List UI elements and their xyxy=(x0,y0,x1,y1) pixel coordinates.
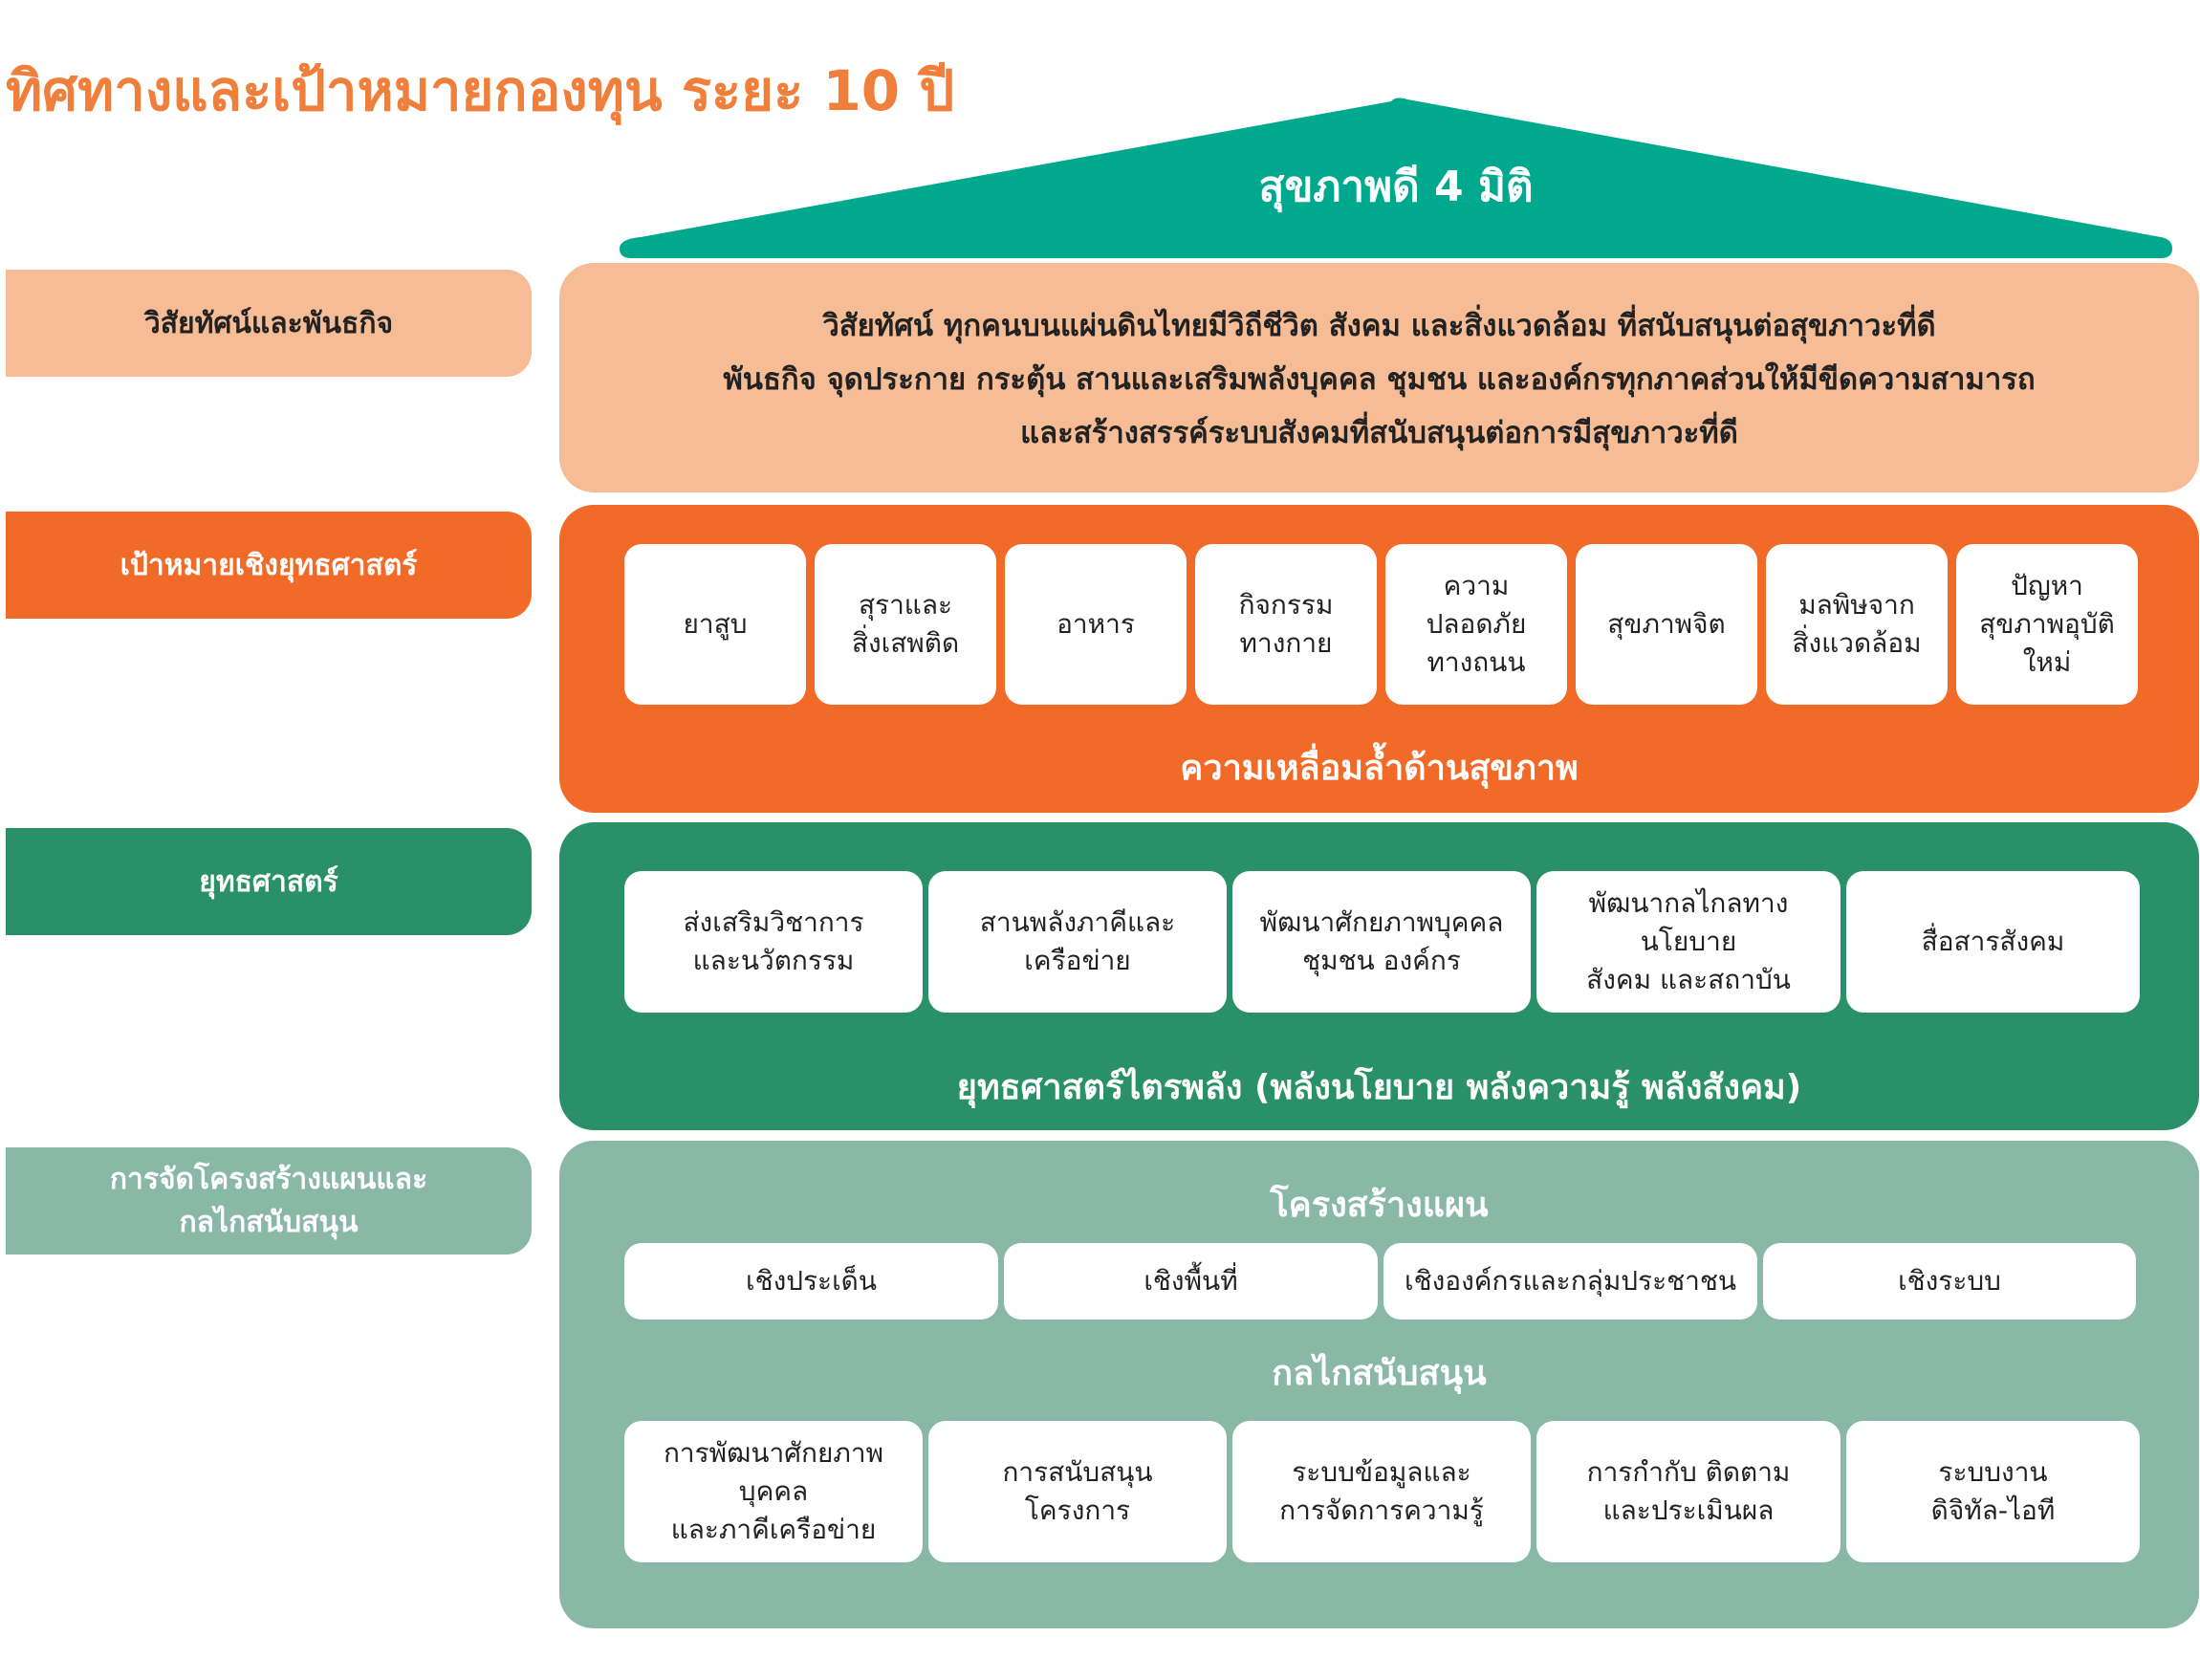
label-goals: เป้าหมายเชิงยุทธศาสตร์ xyxy=(6,512,532,619)
mission-line-cont: และสร้างสรรค์ระบบสังคมที่สนับสนุนต่อการม… xyxy=(1020,416,1738,450)
mechanism-title: กลไกสนับสนุน xyxy=(1272,1354,1487,1393)
goals-panel: ยาสูบ สุราและ สิ่งเสพติด อาหาร กิจกรรม ท… xyxy=(559,505,2199,813)
goal-card-physical-activity: กิจกรรม ทางกาย xyxy=(1195,544,1377,705)
label-support: การจัดโครงสร้างแผนและ กลไกสนับสนุน xyxy=(6,1147,532,1255)
strategy-card-capacity: พัฒนาศักยภาพบุคคล ชุมชน องค์กร xyxy=(1232,871,1531,1013)
strategy-card-academic: ส่งเสริมวิชาการ และนวัตกรรม xyxy=(624,871,923,1013)
goal-card-road-safety: ความ ปลอดภัย ทางถนน xyxy=(1385,544,1567,705)
vision-line: วิสัยทัศน์ ทุกคนบนแผ่นดินไทยมีวิถีชีวิต … xyxy=(822,309,1936,343)
mechanism-card-project-support: การสนับสนุน โครงการ xyxy=(928,1421,1227,1562)
structure-title: โครงสร้างแผน xyxy=(1270,1186,1489,1225)
goal-card-food: อาหาร xyxy=(1005,544,1187,705)
strategy-panel: ส่งเสริมวิชาการ และนวัตกรรม สานพลังภาคีแ… xyxy=(559,822,2199,1130)
vision-text: วิสัยทัศน์ ทุกคนบนแผ่นดินไทยมีวิถีชีวิต … xyxy=(559,299,2199,460)
label-goals-text: เป้าหมายเชิงยุทธศาสตร์ xyxy=(120,548,418,582)
goal-card-pollution: มลพิษจาก สิ่งแวดล้อม xyxy=(1766,544,1948,705)
roof-title: สุขภาพดี 4 มิติ xyxy=(1258,163,1534,211)
label-strategy: ยุทธศาสตร์ xyxy=(6,828,532,935)
structure-card-issue: เชิงประเด็น xyxy=(624,1243,998,1320)
strategy-caption: ยุทธศาสตร์ไตรพลัง (พลังนโยบาย พลังความรู… xyxy=(956,1068,1802,1107)
goals-row: ยาสูบ สุราและ สิ่งเสพติด อาหาร กิจกรรม ท… xyxy=(624,544,2140,705)
strategy-card-network: สานพลังภาคีและ เครือข่าย xyxy=(928,871,1227,1013)
strategy-card-policy: พัฒนากลไกลทางนโยบาย สังคม และสถาบัน xyxy=(1536,871,1841,1013)
label-vision: วิสัยทัศน์และพันธกิจ xyxy=(6,270,532,377)
goals-caption: ความเหลื่อมล้ำด้านสุขภาพ xyxy=(1180,749,1579,788)
vision-panel: วิสัยทัศน์ ทุกคนบนแผ่นดินไทยมีวิถีชีวิต … xyxy=(559,263,2199,492)
mechanism-card-monitoring: การกำกับ ติดตาม และประเมินผล xyxy=(1536,1421,1841,1562)
structure-card-system: เชิงระบบ xyxy=(1763,1243,2136,1320)
goal-card-emerging-health: ปัญหา สุขภาพอุบัติ ใหม่ xyxy=(1956,544,2138,705)
mission-line: พันธกิจ จุดประกาย กระตุ้น สานและเสริมพลั… xyxy=(723,362,2036,397)
mechanism-card-digital: ระบบงาน ดิจิทัล-ไอที xyxy=(1846,1421,2140,1562)
page-title: ทิศทางและเป้าหมายกองทุน ระยะ 10 ปี xyxy=(6,58,955,123)
mechanism-card-capacity: การพัฒนาศักยภาพบุคคล และภาคีเครือข่าย xyxy=(624,1421,923,1562)
goal-card-alcohol: สุราและ สิ่งเสพติด xyxy=(815,544,996,705)
support-panel: โครงสร้างแผน เชิงประเด็น เชิงพื้นที่ เชิ… xyxy=(559,1141,2199,1628)
mechanism-row: การพัฒนาศักยภาพบุคคล และภาคีเครือข่าย กา… xyxy=(624,1421,2140,1562)
roof-shape xyxy=(620,98,2172,258)
structure-card-organization: เชิงองค์กรและกลุ่มประชาชน xyxy=(1383,1243,1757,1320)
label-vision-text: วิสัยทัศน์และพันธกิจ xyxy=(143,306,394,340)
goal-card-mental-health: สุขภาพจิต xyxy=(1576,544,1757,705)
mechanism-card-knowledge: ระบบข้อมูลและ การจัดการความรู้ xyxy=(1232,1421,1531,1562)
strategy-card-communication: สื่อสารสังคม xyxy=(1846,871,2140,1013)
structure-row: เชิงประเด็น เชิงพื้นที่ เชิงองค์กรและกลุ… xyxy=(624,1243,2140,1320)
goal-card-tobacco: ยาสูบ xyxy=(624,544,806,705)
structure-card-area: เชิงพื้นที่ xyxy=(1004,1243,1378,1320)
label-support-text: การจัดโครงสร้างแผนและ กลไกสนับสนุน xyxy=(109,1163,428,1239)
strategy-row: ส่งเสริมวิชาการ และนวัตกรรม สานพลังภาคีแ… xyxy=(624,871,2140,1013)
label-strategy-text: ยุทธศาสตร์ xyxy=(199,864,338,899)
